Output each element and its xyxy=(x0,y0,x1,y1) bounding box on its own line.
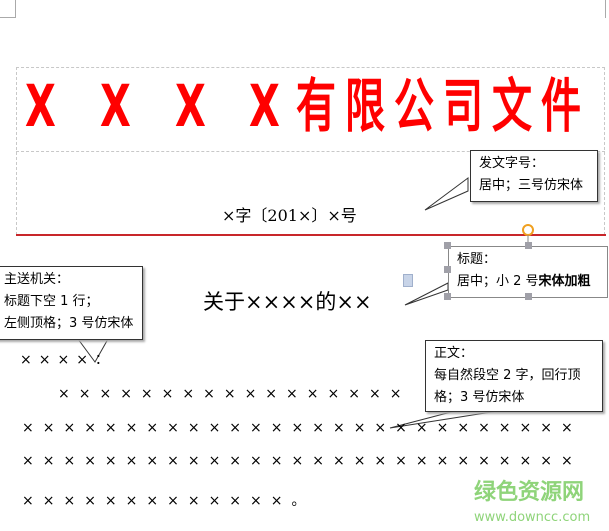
body-line: ××××××××××××××××××××××××××× xyxy=(22,453,582,469)
resize-handle[interactable] xyxy=(525,242,532,249)
callout-text: 居中；三号仿宋体 xyxy=(479,178,584,193)
document-title: 关于××××的×× xyxy=(203,290,372,314)
header-company-suffix: 有限公司文件 xyxy=(296,73,590,141)
header-letter: X xyxy=(175,73,206,141)
resize-handle[interactable] xyxy=(444,293,451,300)
callout-text-regular: 居中；小 2 号 xyxy=(457,274,539,289)
callout-recipient: 主送机关： 标题下空 1 行； 左侧顶格；3 号仿宋体 xyxy=(0,266,143,340)
callout-title[interactable]: 标题： 居中；小 2 号宋体加粗 xyxy=(448,246,608,298)
callout-label: 发文字号： xyxy=(479,156,545,171)
callout-label: 标题： xyxy=(457,252,497,267)
resize-handle[interactable] xyxy=(525,293,532,300)
paste-options-icon[interactable] xyxy=(403,274,413,287)
red-rule xyxy=(16,234,606,236)
callout-body: 正文： 每自然段空 2 字，回行顶 格；3 号仿宋体 xyxy=(425,340,603,412)
header-letter: X xyxy=(100,73,131,141)
header-letter: X xyxy=(249,73,280,141)
callout-label: 正文： xyxy=(434,346,474,361)
callout-text-bold: 宋体加粗 xyxy=(538,274,591,289)
callout-text: 格；3 号仿宋体 xyxy=(434,390,525,405)
header-divider xyxy=(16,151,605,152)
callout-text: 居中；小 2 号宋体加粗 xyxy=(457,271,599,293)
watermark-logo: 绿色资源网 xyxy=(474,480,585,505)
body-line: ××××××××××××××××× xyxy=(58,386,411,402)
callout-doc-number: 发文字号： 居中；三号仿宋体 xyxy=(470,150,598,202)
callout-text: 每自然段空 2 字，回行顶 xyxy=(434,368,581,383)
recipient: ××××： xyxy=(20,352,116,368)
watermark-url: www.downcc.com xyxy=(474,510,591,525)
body-line: ××××××××××××××××××××××××××× xyxy=(22,420,582,436)
callout-text: 标题下空 1 行； xyxy=(4,294,99,309)
header-letter: X xyxy=(25,73,56,141)
resize-handle[interactable] xyxy=(444,242,451,249)
resize-handle[interactable] xyxy=(444,266,451,273)
body-line: ×××××××××××××。 xyxy=(22,493,315,509)
page-corner-mark xyxy=(0,0,16,18)
doc-number: ×字〔201×〕×号 xyxy=(222,206,357,225)
callout-label: 主送机关： xyxy=(4,272,70,287)
callout-text: 左侧顶格；3 号仿宋体 xyxy=(4,316,134,331)
page-corner-mark xyxy=(605,0,609,18)
